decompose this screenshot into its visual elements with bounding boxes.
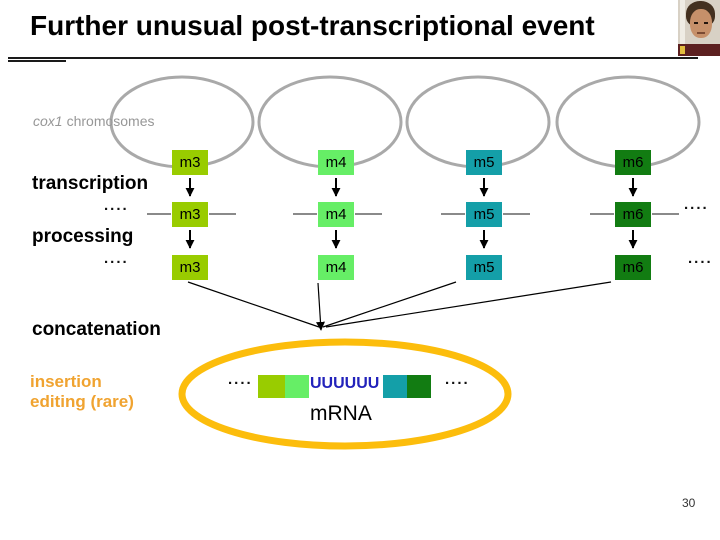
module-box-m5-transcript: m5: [466, 202, 502, 227]
ellipsis-processed-right: ....: [688, 250, 713, 267]
stage-label-insertion-editing: insertion editing (rare): [30, 372, 134, 412]
mrna-highlight-ellipse: [178, 338, 512, 450]
module-box-m6-chromosome: m6: [615, 150, 651, 175]
ellipsis-transcripts-left: ....: [104, 197, 129, 214]
mrna-segment-m6: [407, 375, 431, 398]
mrna-segment-m3: [258, 375, 285, 398]
module-box-m3-chromosome: m3: [172, 150, 208, 175]
title-underline-accent: [8, 60, 66, 62]
module-box-m5-chromosome: m5: [466, 150, 502, 175]
stage-label-processing: processing: [32, 226, 134, 247]
slide-title: Further unusual post-transcriptional eve…: [30, 10, 595, 41]
module-box-m4-transcript: m4: [318, 202, 354, 227]
eye-shape: [704, 22, 708, 24]
concatenation-lines: [187, 281, 612, 331]
ellipsis-mrna-right: ....: [445, 371, 470, 388]
photo-detail-spot: [680, 46, 685, 54]
module-box-m5-processed: m5: [466, 255, 502, 280]
mrna-segment-m4: [285, 375, 309, 398]
module-box-m4-processed: m4: [318, 255, 354, 280]
gene-name: cox1: [33, 113, 63, 129]
mrna-label: mRNA: [310, 402, 372, 425]
module-box-m3-processed: m3: [172, 255, 208, 280]
uridine-insert-text: UUUUUU: [310, 375, 380, 392]
mouth-shape: [697, 32, 705, 34]
shirt-shape: [678, 44, 720, 56]
presenter-photo: [678, 0, 720, 56]
module-box-m3-transcript: m3: [172, 202, 208, 227]
insertion-editing-line2: editing (rare): [30, 392, 134, 411]
photo-background-stripe: [680, 0, 685, 46]
module-box-m6-processed: m6: [615, 255, 651, 280]
processing-arrows: [185, 230, 638, 249]
ellipsis-processed-left: ....: [104, 250, 129, 267]
mrna-segment-m5: [383, 375, 407, 398]
chromosome-label-suffix: chromosomes: [66, 113, 155, 129]
ellipsis-transcripts-right: ....: [684, 196, 709, 213]
module-box-m6-transcript: m6: [615, 202, 651, 227]
stage-label-concatenation: concatenation: [32, 319, 161, 340]
stage-label-transcription: transcription: [32, 173, 149, 194]
eye-shape: [694, 22, 698, 24]
transcription-arrows: [185, 178, 638, 197]
title-underline: [8, 57, 698, 59]
face-shape: [690, 9, 712, 38]
insertion-editing-line1: insertion: [30, 372, 102, 391]
module-box-m4-chromosome: m4: [318, 150, 354, 175]
page-number: 30: [682, 496, 696, 510]
ellipsis-mrna-left: ....: [228, 371, 253, 388]
chromosome-ellipses: [109, 75, 701, 169]
